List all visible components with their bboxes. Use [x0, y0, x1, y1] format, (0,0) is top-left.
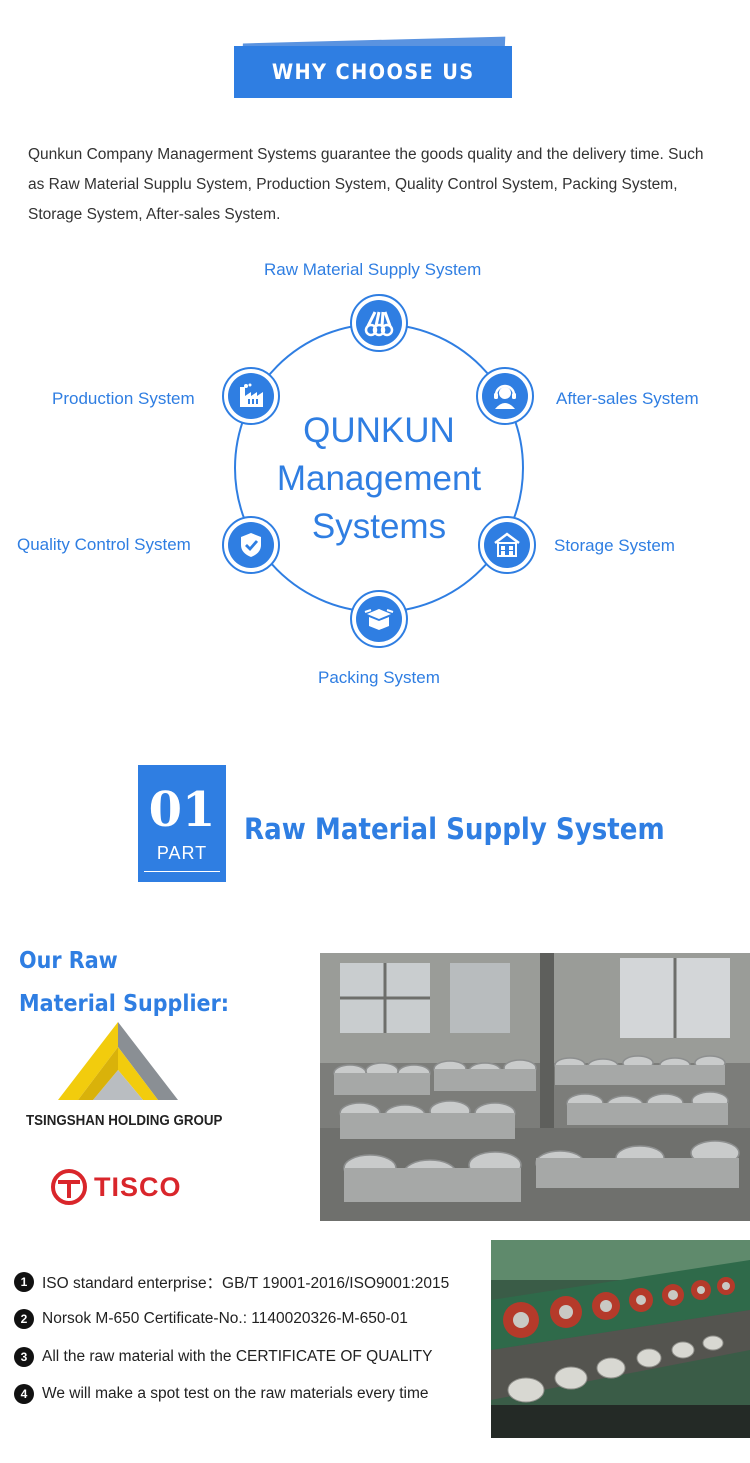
node-label-storage: Storage System: [554, 536, 675, 555]
banner-title: WHY CHOOSE US: [271, 60, 475, 84]
management-systems-diagram: QUNKUN Management Systems Raw Material S…: [0, 250, 750, 700]
wire-drawing-machine-photo: [491, 1240, 750, 1438]
headset-agent-icon: [482, 373, 528, 419]
tsingshan-logo-icon: [58, 1022, 178, 1100]
center-line-1: QUNKUN: [303, 411, 455, 450]
bullet-number: 2: [14, 1309, 34, 1330]
supplier-title-line-1: Our Raw: [19, 948, 118, 974]
shield-check-icon: [228, 522, 274, 568]
supplier-title: Our Raw Material Supplier:: [19, 940, 229, 1026]
section-banner: WHY CHOOSE US: [234, 36, 512, 98]
warehouse-icon: [484, 522, 530, 568]
list-item: 4 We will make a spot test on the raw ma…: [14, 1376, 449, 1414]
part-title: Raw Material Supply System: [244, 812, 665, 846]
node-storage: [478, 516, 536, 574]
node-packing: [350, 590, 408, 648]
part-number-badge: 01 PART: [138, 765, 226, 882]
node-label-raw-material: Raw Material Supply System: [264, 260, 482, 279]
node-label-quality-control: Quality Control System: [17, 535, 191, 554]
tsingshan-name: TSINGSHAN HOLDING GROUP: [26, 1113, 223, 1129]
tisco-logo: TISCO: [50, 1165, 182, 1209]
list-item: 1 ISO standard enterprise：GB/T 19001-201…: [14, 1263, 449, 1301]
part-number: 01: [148, 782, 216, 838]
center-line-2: Management: [276, 459, 482, 498]
node-quality-control: [222, 516, 280, 574]
node-production: [222, 367, 280, 425]
intro-paragraph: Qunkun Company Managerment Systems guara…: [28, 146, 704, 223]
part-underline: [144, 871, 220, 872]
node-after-sales: [476, 367, 534, 425]
node-raw-material: [350, 294, 408, 352]
bullet-number: 1: [14, 1271, 34, 1292]
supplier-title-line-2: Material Supplier:: [19, 991, 230, 1017]
bullet-number: 3: [14, 1346, 34, 1367]
box-icon: [356, 596, 402, 642]
center-line-3: Systems: [311, 507, 447, 546]
factory-icon: [228, 373, 274, 419]
list-item: 2 Norsok M-650 Certificate-No.: 11400203…: [14, 1301, 449, 1339]
node-label-after-sales: After-sales System: [556, 389, 699, 408]
bullet-number: 4: [14, 1384, 34, 1405]
bullet-text: Norsok M-650 Certificate-No.: 1140020326…: [42, 1310, 408, 1328]
node-label-production: Production System: [52, 389, 195, 408]
tisco-mark-icon: [51, 1169, 87, 1205]
diagram-center-title: QUNKUN Management Systems: [234, 407, 524, 551]
bullet-text: All the raw material with the CERTIFICAT…: [42, 1347, 433, 1365]
node-label-packing: Packing System: [318, 668, 440, 687]
list-item: 3 All the raw material with the CERTIFIC…: [14, 1338, 449, 1376]
banner-front-shape: WHY CHOOSE US: [234, 46, 512, 98]
warehouse-wire-spools-photo: [320, 953, 750, 1221]
pipes-icon: [356, 300, 402, 346]
part-word: PART: [156, 843, 208, 863]
certifications-list: 1 ISO standard enterprise：GB/T 19001-201…: [14, 1263, 449, 1413]
bullet-text: ISO standard enterprise：GB/T 19001-2016/…: [42, 1274, 450, 1292]
tisco-name: TISCO: [94, 1171, 182, 1202]
bullet-text: We will make a spot test on the raw mate…: [42, 1385, 429, 1403]
